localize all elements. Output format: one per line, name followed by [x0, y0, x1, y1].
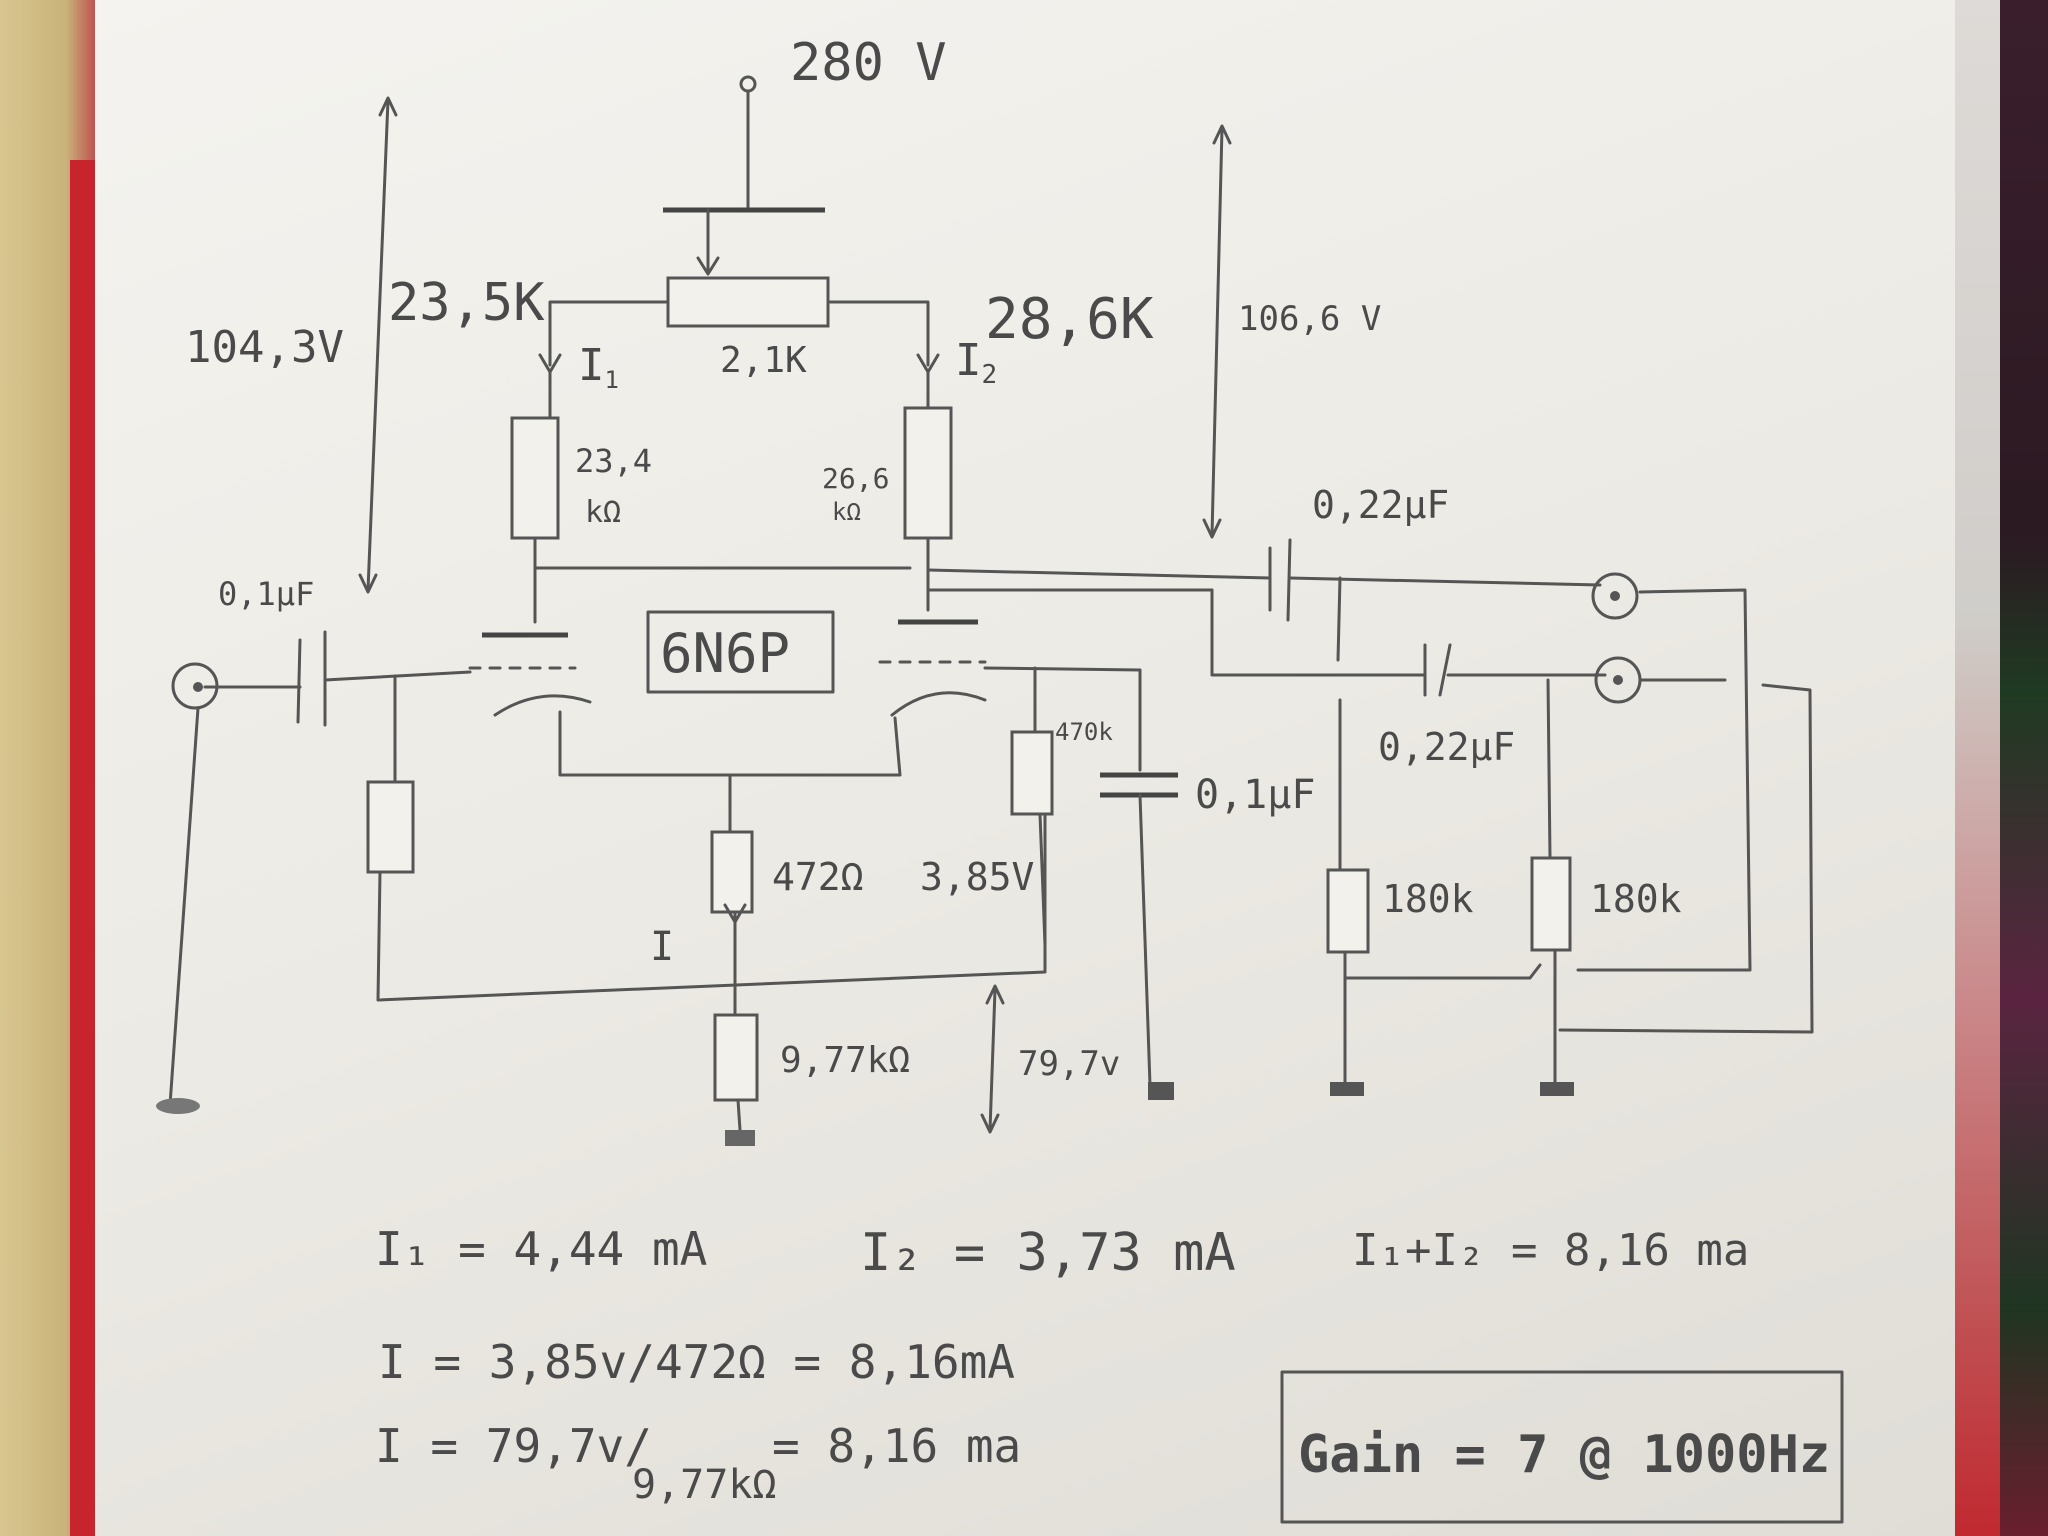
plate-resistor-2 [903, 406, 953, 540]
load-resistor-2 [1530, 856, 1572, 952]
supply-voltage-label: 280 V [790, 33, 947, 93]
load-ground-1 [1330, 1082, 1364, 1096]
load-resistor-1 [1326, 868, 1370, 954]
tail-resistor [713, 1013, 759, 1102]
supply-terminal [739, 75, 757, 93]
output-jack-1-inner [1610, 591, 1620, 601]
right-voltage-drop: 106,6 V [1238, 299, 1381, 339]
tail-voltage: 79,7v [1018, 1044, 1120, 1084]
bypass-cap-value: 0,1μF [1195, 772, 1315, 818]
pot-value: 2,1K [720, 340, 807, 381]
cathode-resistor-value: 472Ω [772, 855, 864, 899]
cathode-voltage: 3,85V [920, 855, 1034, 899]
left-voltage-drop: 104,3V [185, 322, 344, 373]
bypass-ground [1148, 1082, 1174, 1100]
pot-left-value: 23,5K [388, 273, 545, 333]
output-cap-2-value: 0,22μF [1378, 725, 1515, 769]
plate-resistor-1 [510, 416, 560, 540]
grid-resistor-2-value: 470k [1055, 718, 1113, 746]
plate-resistor-1-value-a: 23,4 [575, 442, 652, 480]
cathode-current-label: I [650, 924, 674, 970]
input-cap-value: 0,1μF [218, 575, 314, 613]
input-ground [156, 1098, 200, 1114]
i2-label: I2 [955, 335, 997, 390]
eq-sum: I₁+I₂ = 8,16 ma [1352, 1225, 1749, 1276]
potentiometer [666, 276, 830, 328]
tail-resistor-value: 9,77kΩ [780, 1040, 910, 1081]
eq-i-cathode: I = 3,85v/472Ω = 8,16mA [378, 1335, 1015, 1389]
eq-i1: I₁ = 4,44 mA [375, 1222, 707, 1276]
plate-resistor-1-value-b: kΩ [585, 495, 621, 530]
tube-type: 6N6P [660, 622, 790, 685]
i1-label: I1 [578, 340, 619, 394]
plate-resistor-2-value-a: 26,6 [822, 462, 889, 495]
output-jack-2-inner [1613, 675, 1623, 685]
load-resistor-1-value: 180k [1382, 877, 1474, 921]
cathode-resistor [710, 830, 754, 914]
tail-ground [725, 1130, 755, 1146]
load-resistor-2-value: 180k [1590, 877, 1682, 921]
gain-box [1280, 1370, 1844, 1524]
tube-label-box [646, 610, 835, 694]
eq-i-tail-a: I = 79,7v/ [375, 1419, 652, 1473]
eq-i-tail-c: = 8,16 ma [772, 1419, 1021, 1473]
eq-i2: I₂ = 3,73 mA [860, 1223, 1236, 1283]
load-ground-2 [1540, 1082, 1574, 1096]
output-jack-1-outer [1591, 572, 1639, 620]
plate-resistor-2-value-b: kΩ [832, 498, 861, 526]
output-cap-1-value: 0,22μF [1312, 483, 1449, 527]
input-jack-inner [193, 682, 203, 692]
grid-resistor-2 [1010, 730, 1054, 816]
grid-resistor-1 [366, 780, 415, 874]
eq-i-tail-b: 9,77kΩ [632, 1462, 777, 1508]
gain-text: Gain = 7 @ 1000Hz [1298, 1425, 1830, 1485]
pot-right-value: 28,6K [985, 287, 1154, 352]
